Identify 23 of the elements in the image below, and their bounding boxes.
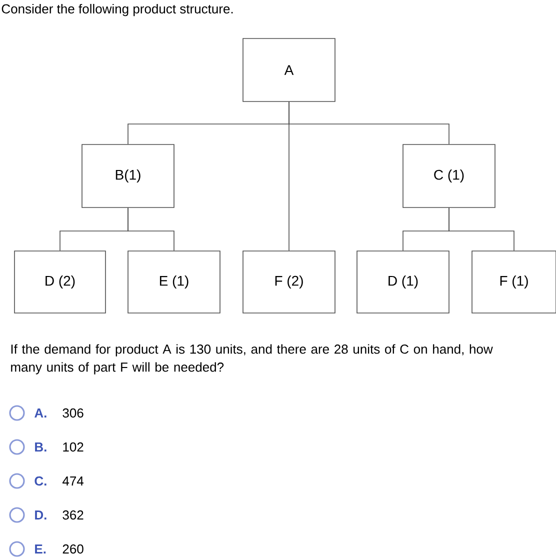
option-letter: A. <box>34 408 46 418</box>
connector-line <box>288 102 450 145</box>
answer-value: 306 <box>62 408 84 418</box>
option-letter: C. <box>34 476 46 486</box>
part-box: C (1) <box>402 144 496 208</box>
part-box: E (1) <box>128 250 220 314</box>
answer-value: 474 <box>62 476 84 486</box>
part-box: D (1) <box>356 250 450 314</box>
question-text: If the demand for product A is 130 units, and there are 28 units of C on hand, how many units of part F will be needed? <box>11 344 493 374</box>
option-letter: B. <box>35 442 46 452</box>
option-letter: E. <box>35 544 46 554</box>
answer-value: 362 <box>62 510 84 520</box>
answer-value: 102 <box>63 442 84 452</box>
answer-value: 260 <box>62 544 84 554</box>
part-box: F (2) <box>242 250 336 314</box>
part-box: F (1) <box>472 250 556 314</box>
part-box: D (2) <box>14 250 106 314</box>
title: Consider the following product structure. <box>2 4 233 16</box>
connector-line <box>128 208 174 251</box>
connector-line <box>448 208 514 251</box>
option-letter: D. <box>35 510 46 520</box>
part-box: B(1) <box>82 144 174 208</box>
part-box: A <box>242 38 336 102</box>
